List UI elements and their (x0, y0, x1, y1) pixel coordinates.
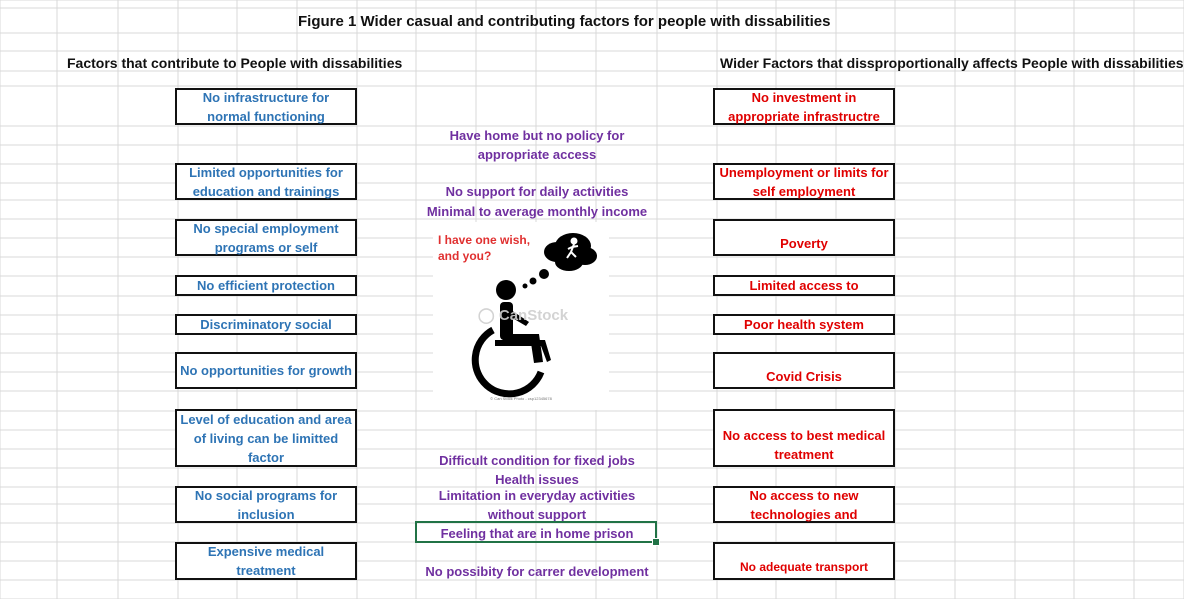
right-factor-box[interactable]: No adequate transport (713, 542, 895, 580)
right-factor-box[interactable]: Covid Crisis (713, 352, 895, 389)
right-factor-box[interactable]: Poverty (713, 219, 895, 256)
right-factor-box[interactable]: Unemployment or limits for self employme… (713, 163, 895, 200)
middle-item: No possibity for carrer development (425, 564, 649, 579)
right-factor-box[interactable]: Poor health system (713, 314, 895, 335)
right-factor-box[interactable]: No access to new technologies and (713, 486, 895, 523)
wheelchair-person-icon: ◯ CanStock © Can Stock Photo - csp123456… (471, 233, 597, 401)
left-factor-box[interactable]: Expensive medical treatment (175, 542, 357, 580)
figure-title: Figure 1 Wider casual and contributing f… (298, 13, 831, 30)
left-factor-box[interactable]: No efficient protection (175, 275, 357, 296)
middle-item: Feeling that are in home prison (440, 526, 634, 541)
left-column-header: Factors that contribute to People with d… (67, 55, 403, 71)
left-factor-box[interactable]: No opportunities for growth (175, 352, 357, 389)
middle-item: No support for daily activities (445, 184, 629, 199)
wheelchair-stock-image: I have one wish, and you? (433, 222, 609, 410)
right-column-header: Wider Factors that dissproportionally af… (720, 55, 1184, 71)
fill-handle[interactable] (652, 538, 660, 546)
left-factor-box[interactable]: Level of education and area of living ca… (175, 409, 357, 467)
speech-text: I have one wish, and you? (438, 233, 531, 263)
left-factor-box[interactable]: No special employment programs or self (175, 219, 357, 256)
svg-text:© Can Stock Photo - csp1234567: © Can Stock Photo - csp12345678 (490, 396, 552, 401)
middle-item: Have home but no policy for appropriate … (449, 128, 625, 162)
left-factor-box[interactable]: Discriminatory social (175, 314, 357, 335)
middle-item: Minimal to average monthly income (426, 204, 648, 219)
left-factor-box[interactable]: No social programs for inclusion (175, 486, 357, 523)
selected-cell[interactable] (415, 521, 657, 543)
right-factor-box[interactable]: No access to best medical treatment (713, 409, 895, 467)
right-factor-box[interactable]: No investment in appropriate infrastruct… (713, 88, 895, 125)
left-factor-box[interactable]: Limited opportunities for education and … (175, 163, 357, 200)
svg-text:◯ CanStock: ◯ CanStock (478, 307, 569, 325)
right-factor-box[interactable]: Limited access to (713, 275, 895, 296)
middle-item: Health issues (495, 472, 579, 487)
middle-item: Difficult condition for fixed jobs (439, 453, 635, 468)
middle-item: Limitation in everyday activities withou… (438, 488, 636, 522)
left-factor-box[interactable]: No infrastructure for normal functioning (175, 88, 357, 125)
